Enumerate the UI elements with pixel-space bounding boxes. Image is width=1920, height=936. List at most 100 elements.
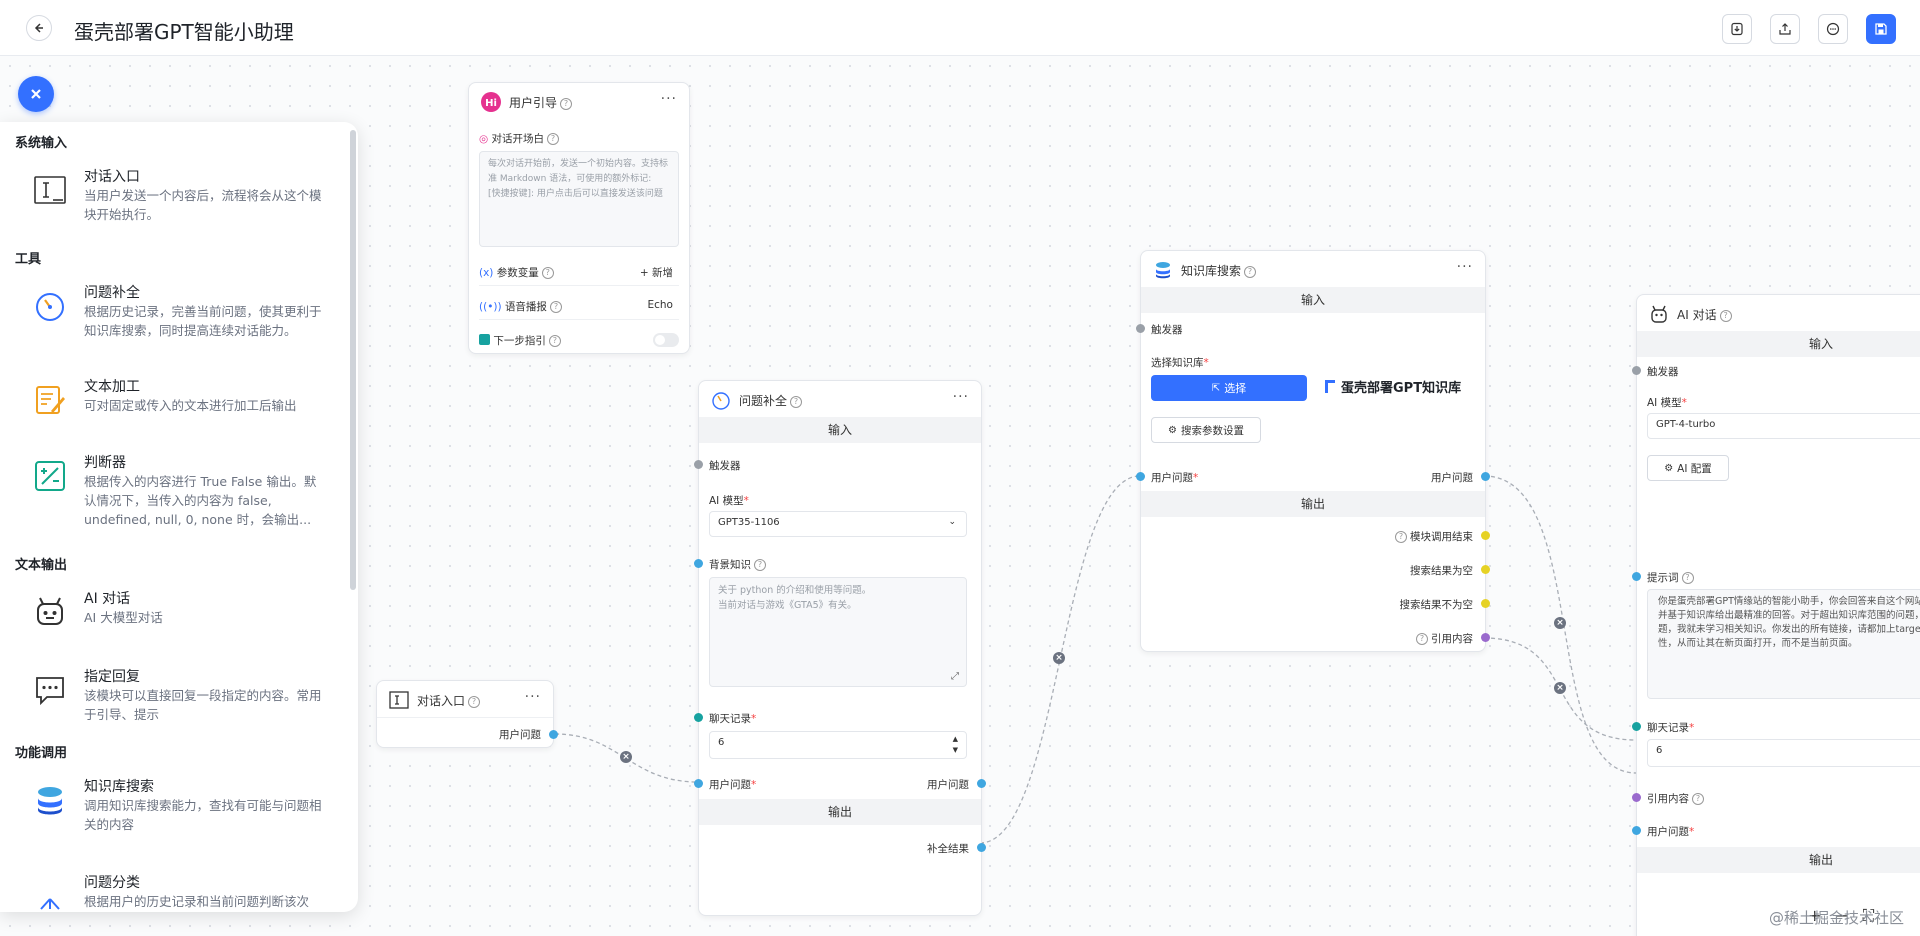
- select-kb-button[interactable]: ⇱选择: [1151, 375, 1307, 401]
- model-label: AI 模型*: [709, 495, 749, 507]
- export-button[interactable]: [1770, 14, 1800, 44]
- node-question-complete[interactable]: 问题补全? ··· 输入 触发器 AI 模型* GPT35-1106 ⌄ 背景知…: [694, 380, 986, 916]
- node-ai-chat[interactable]: AI 对话? 输入 触发器 AI 模型* GPT-4-turbo ⚙AI 配置 …: [1632, 294, 1920, 936]
- history-handle[interactable]: [694, 713, 703, 722]
- fit-view-icon[interactable]: ⛶: [1862, 906, 1874, 925]
- next-guide-toggle[interactable]: [653, 333, 679, 347]
- divider: [479, 285, 679, 286]
- search-params-button[interactable]: ⚙搜索参数设置: [1151, 417, 1261, 443]
- output-handle[interactable]: [1481, 633, 1490, 642]
- module-item-ai-chat[interactable]: AI 对话 AI 大模型对话: [0, 588, 350, 668]
- add-var-button[interactable]: + 新增: [639, 267, 673, 279]
- back-button[interactable]: [26, 15, 52, 41]
- panel-scrollbar[interactable]: [350, 130, 356, 590]
- help-icon[interactable]: ?: [547, 133, 560, 145]
- trigger-label: 触发器: [1647, 366, 1679, 378]
- result-handle[interactable]: [977, 843, 986, 852]
- trigger-handle[interactable]: [1136, 324, 1145, 333]
- prompt-textarea[interactable]: 你是蛋壳部署GPT情缘站的智能小助手，你会回答来自这个网站 并基于知识库给出最精…: [1647, 589, 1920, 699]
- output-handle[interactable]: [1481, 531, 1490, 540]
- model-label: AI 模型*: [1647, 397, 1687, 409]
- trigger-handle[interactable]: [694, 460, 703, 469]
- trigger-handle[interactable]: [1632, 366, 1641, 375]
- module-item-question-complete[interactable]: 问题补全 根据历史记录，完善当前问题，使其更利于知识库搜索，同时提高连续对话能力…: [0, 282, 350, 362]
- module-item-fixed-reply[interactable]: 指定回复 该模块可以直接回复一段指定的内容。常用于引导、提示: [0, 666, 350, 746]
- node-chat-entry[interactable]: 对话入口? ··· 用户问题: [376, 680, 558, 748]
- model-select[interactable]: GPT-4-turbo: [1647, 413, 1920, 439]
- section-title: 工具: [15, 252, 42, 267]
- output-handle[interactable]: [549, 730, 558, 739]
- module-desc: 根据用户的历史记录和当前问题判断该次: [84, 894, 310, 909]
- help-icon[interactable]: ?: [790, 396, 803, 408]
- output-handle[interactable]: [1481, 565, 1490, 574]
- module-item-classify[interactable]: 问题分类 根据用户的历史记录和当前问题判断该次: [0, 872, 350, 912]
- welcome-textarea[interactable]: 每次对话开始前，发送一个初始内容。支持标准 Markdown 语法，可使用的额外…: [479, 151, 679, 247]
- flow-canvas[interactable]: × × × × 系统输入 对话入口 当用户发送一个内容后，流程将会从这个模块开始…: [0, 56, 1920, 936]
- tts-select[interactable]: Echo: [647, 299, 674, 311]
- node-kb-search[interactable]: 知识库搜索? ··· 输入 触发器 选择知识库* ⇱选择 蛋壳部署GPT知识库 …: [1136, 250, 1490, 652]
- question-out-handle[interactable]: [1481, 472, 1490, 481]
- history-handle[interactable]: [1632, 722, 1641, 731]
- hi-icon: Hi: [481, 92, 501, 112]
- more-icon[interactable]: ···: [952, 389, 969, 405]
- module-desc: 可对固定或传入的文本进行加工后输出: [84, 398, 297, 413]
- question-in-handle[interactable]: [694, 779, 703, 788]
- expand-icon[interactable]: ⤢: [951, 671, 959, 682]
- more-icon[interactable]: ···: [660, 91, 677, 107]
- help-icon[interactable]: ?: [541, 267, 554, 279]
- chat-test-button[interactable]: [1818, 14, 1848, 44]
- help-icon[interactable]: ?: [1395, 531, 1407, 543]
- history-stepper[interactable]: 6 ▲▼: [709, 731, 967, 759]
- edge-delete-button[interactable]: ×: [1554, 617, 1566, 629]
- next-guide-row: 下一步指引?: [479, 333, 561, 348]
- question-handle[interactable]: [1632, 826, 1641, 835]
- save-button[interactable]: [1866, 14, 1896, 44]
- edge-delete-button[interactable]: ×: [1554, 682, 1566, 694]
- kb-chip[interactable]: 蛋壳部署GPT知识库: [1325, 377, 1461, 396]
- vars-row: (x) 参数变量?: [479, 265, 554, 280]
- module-item-chat-entry[interactable]: 对话入口 当用户发送一个内容后，流程将会从这个模块开始执行。: [0, 166, 350, 246]
- stepper-arrows-icon[interactable]: ▲▼: [952, 735, 958, 754]
- zoom-in-icon[interactable]: +: [1807, 906, 1822, 925]
- help-icon[interactable]: ?: [549, 301, 562, 313]
- help-icon[interactable]: ?: [1244, 266, 1257, 278]
- export-icon: [1779, 23, 1791, 35]
- import-button[interactable]: [1722, 14, 1752, 44]
- question-label: 用户问题*: [709, 779, 757, 791]
- help-icon[interactable]: ?: [1692, 793, 1704, 805]
- edge-delete-button[interactable]: ×: [1053, 652, 1065, 664]
- history-stepper[interactable]: 6: [1647, 739, 1920, 767]
- help-icon[interactable]: ?: [754, 559, 766, 571]
- model-select[interactable]: GPT35-1106 ⌄: [709, 511, 967, 537]
- help-icon[interactable]: ?: [1719, 310, 1732, 322]
- question-in-handle[interactable]: [1136, 472, 1145, 481]
- help-icon[interactable]: ?: [1416, 633, 1428, 645]
- prompt-handle[interactable]: [1632, 572, 1641, 581]
- quote-handle[interactable]: [1632, 793, 1641, 802]
- zoom-out-icon[interactable]: −: [1835, 906, 1849, 925]
- module-desc: 根据传入的内容进行 True False 输出。默认情况下，当传入的内容为 fa…: [84, 474, 317, 527]
- node-user-guide[interactable]: Hi 用户引导? ··· ◎ 对话开场白? 每次对话开始前，发送一个初始内容。支…: [468, 82, 690, 354]
- ai-config-button[interactable]: ⚙AI 配置: [1647, 455, 1729, 481]
- guide-icon: [479, 334, 490, 345]
- module-name: 文本加工: [84, 379, 140, 395]
- question-out-handle[interactable]: [977, 779, 986, 788]
- close-panel-button[interactable]: [18, 76, 54, 112]
- edge-delete-button[interactable]: ×: [620, 751, 632, 763]
- bg-handle[interactable]: [694, 559, 703, 568]
- chevron-down-icon: ⌄: [948, 517, 956, 527]
- module-item-text-process[interactable]: 文本加工 可对固定或传入的文本进行加工后输出: [0, 376, 350, 456]
- more-icon[interactable]: ···: [524, 689, 541, 705]
- help-icon[interactable]: ?: [468, 696, 481, 708]
- help-icon[interactable]: ?: [1681, 572, 1694, 584]
- output-handle[interactable]: [1481, 599, 1490, 608]
- more-icon[interactable]: ···: [1456, 259, 1473, 275]
- module-item-kb-search[interactable]: 知识库搜索 调用知识库搜索能力，查找有可能与问题相关的内容: [0, 776, 350, 856]
- app-title: 蛋壳部署GPT智能小助理: [74, 20, 294, 44]
- bg-textarea[interactable]: 关于 python 的介绍和使用等问题。 当前对话与游戏《GTA5》有关。: [709, 577, 967, 687]
- help-icon[interactable]: ?: [548, 335, 561, 347]
- watermark: @稀土掘金技术社区: [1768, 909, 1904, 927]
- output-band: 输出: [699, 799, 981, 825]
- help-icon[interactable]: ?: [560, 98, 573, 110]
- module-item-judge[interactable]: 判断器 根据传入的内容进行 True False 输出。默认情况下，当传入的内容…: [0, 452, 350, 542]
